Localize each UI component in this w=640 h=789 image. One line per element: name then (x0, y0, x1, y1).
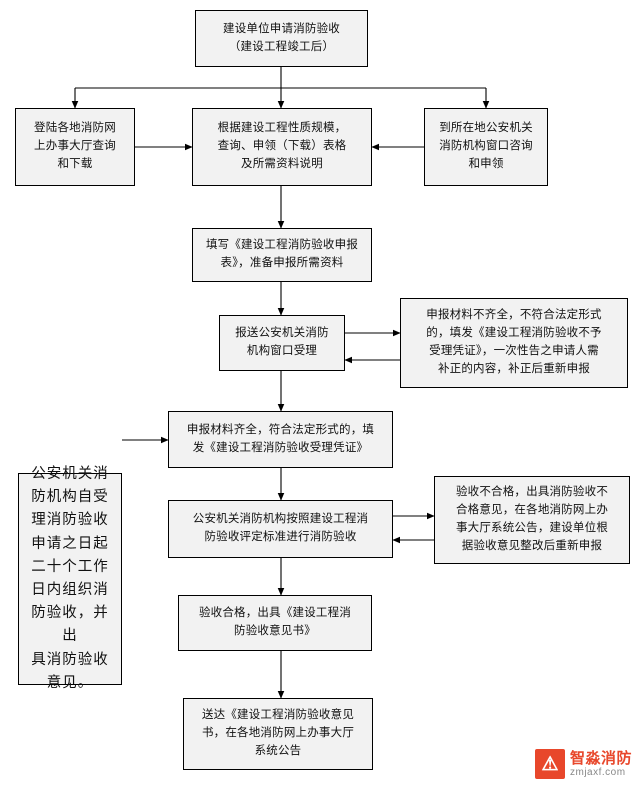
watermark-text: 智淼消防 zmjaxf.com (570, 750, 632, 779)
node-materials-complete-acceptance: 申报材料齐全，符合法定形式的，填 发《建设工程消防验收受理凭证》 (168, 411, 393, 468)
watermark-subtitle: zmjaxf.com (569, 766, 626, 778)
node-query-claim-forms: 根据建设工程性质规模， 查询、申领（下载）表格 及所需资料说明 (192, 108, 372, 186)
node-acceptance-failed-notice: 验收不合格，出具消防验收不 合格意见，在各地消防网上办 事大厅系统公告，建设单位… (434, 476, 630, 564)
node-twenty-working-days-note: 公安机关消 防机构自受 理消防验收 申请之日起 二十个工作 日内组织消 防验收，… (18, 466, 122, 691)
node-conduct-fire-acceptance: 公安机关消防机构按照建设工程消 防验收评定标准进行消防验收 (168, 500, 393, 558)
watermark-title: 智淼消防 (569, 749, 632, 767)
node-acceptance-passed-opinion: 验收合格，出具《建设工程消 防验收意见书》 (178, 595, 372, 651)
node-submit-to-window: 报送公安机关消防 机构窗口受理 (219, 315, 345, 371)
node-online-hall-query-download: 登陆各地消防网 上办事大厅查询 和下载 (15, 108, 135, 186)
node-materials-incomplete-notice: 申报材料不齐全，不符合法定形式 的，填发《建设工程消防验收不予 受理凭证》，一次… (400, 298, 628, 388)
node-local-public-security-window: 到所在地公安机关 消防机构窗口咨询 和申领 (424, 108, 548, 186)
node-fill-declaration-form: 填写《建设工程消防验收申报 表》，准备申报所需资料 (192, 228, 372, 282)
watermark: ⚠ 智淼消防 zmjaxf.com (534, 749, 632, 779)
node-deliver-opinion-and-announce: 送达《建设工程消防验收意见 书，在各地消防网上办事大厅 系统公告 (183, 698, 373, 770)
node-apply-fire-acceptance: 建设单位申请消防验收 （建设工程竣工后） (195, 10, 368, 67)
watermark-logo-icon: ⚠ (534, 749, 565, 779)
